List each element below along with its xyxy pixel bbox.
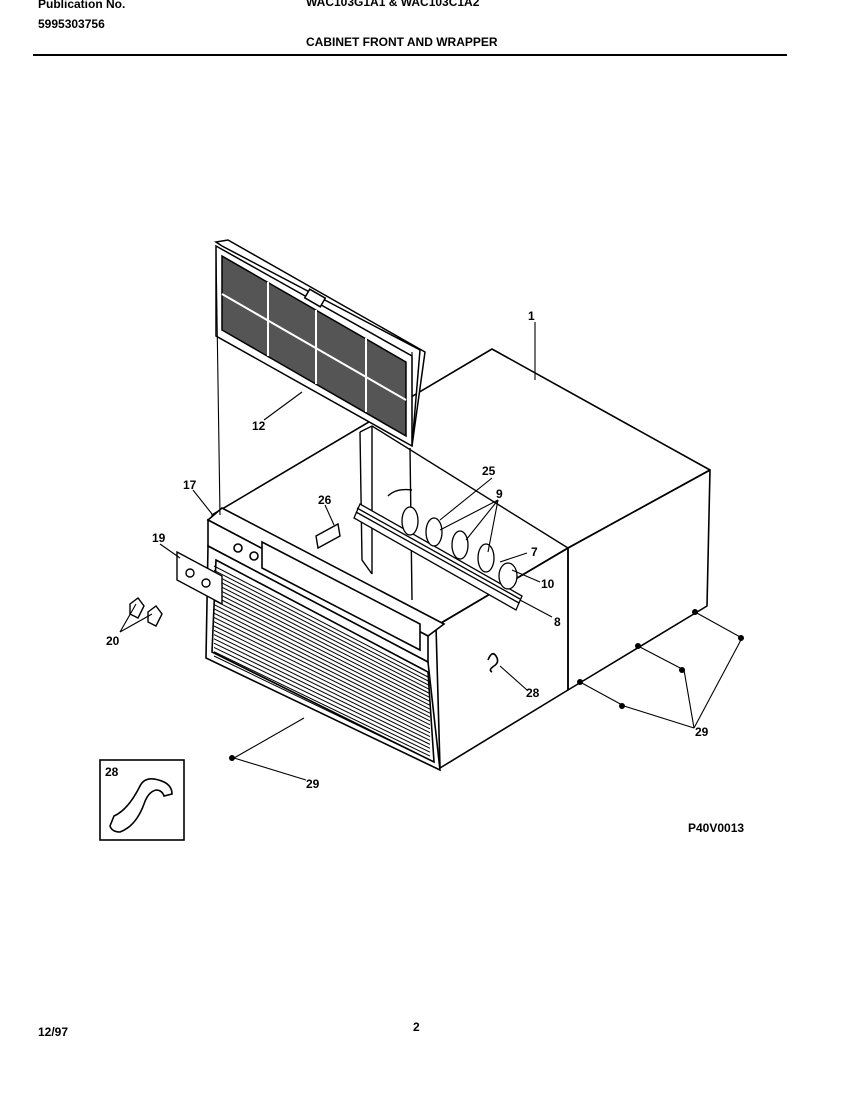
callout-29-front: 29 [306, 777, 320, 791]
publication-label: Publication No. [38, 0, 126, 11]
callout-labels: 1 12 17 19 20 26 25 9 7 10 8 28 29 29 28 [105, 309, 709, 791]
air-filter [214, 239, 426, 448]
section-title: CABINET FRONT AND WRAPPER [306, 35, 498, 49]
leader-lines [119, 249, 743, 781]
callout-20: 20 [106, 634, 120, 648]
callout-7: 7 [531, 545, 538, 559]
callout-29-side: 29 [695, 725, 709, 739]
callout-9: 9 [496, 487, 503, 501]
cabinet-side-face [435, 547, 569, 769]
clip-28 [487, 652, 499, 673]
callout-8: 8 [554, 615, 561, 629]
louver-assembly [353, 503, 523, 611]
callout-28-main: 28 [526, 686, 540, 700]
callout-25: 25 [482, 464, 496, 478]
callout-26: 26 [318, 493, 332, 507]
callout-1: 1 [528, 309, 535, 323]
callout-28-inset: 28 [105, 765, 119, 779]
footer-page-number: 2 [413, 1020, 420, 1034]
callout-12: 12 [252, 419, 266, 433]
cabinet-right-face [567, 469, 711, 691]
callout-10: 10 [541, 577, 555, 591]
diagram-code: P40V0013 [688, 821, 745, 835]
knobs [129, 597, 163, 627]
header-rule [33, 54, 787, 56]
callout-19: 19 [152, 531, 166, 545]
footer-date: 12/97 [38, 1025, 69, 1039]
clip-detail-inset [99, 759, 185, 841]
model-numbers: WAC103G1A1 & WAC103C1A2 [306, 0, 480, 9]
callout-17: 17 [183, 478, 197, 492]
publication-number: 5995303756 [38, 17, 105, 31]
mounting-clip-26 [315, 522, 341, 550]
front-grille [213, 565, 431, 761]
control-label-plate [176, 550, 223, 606]
